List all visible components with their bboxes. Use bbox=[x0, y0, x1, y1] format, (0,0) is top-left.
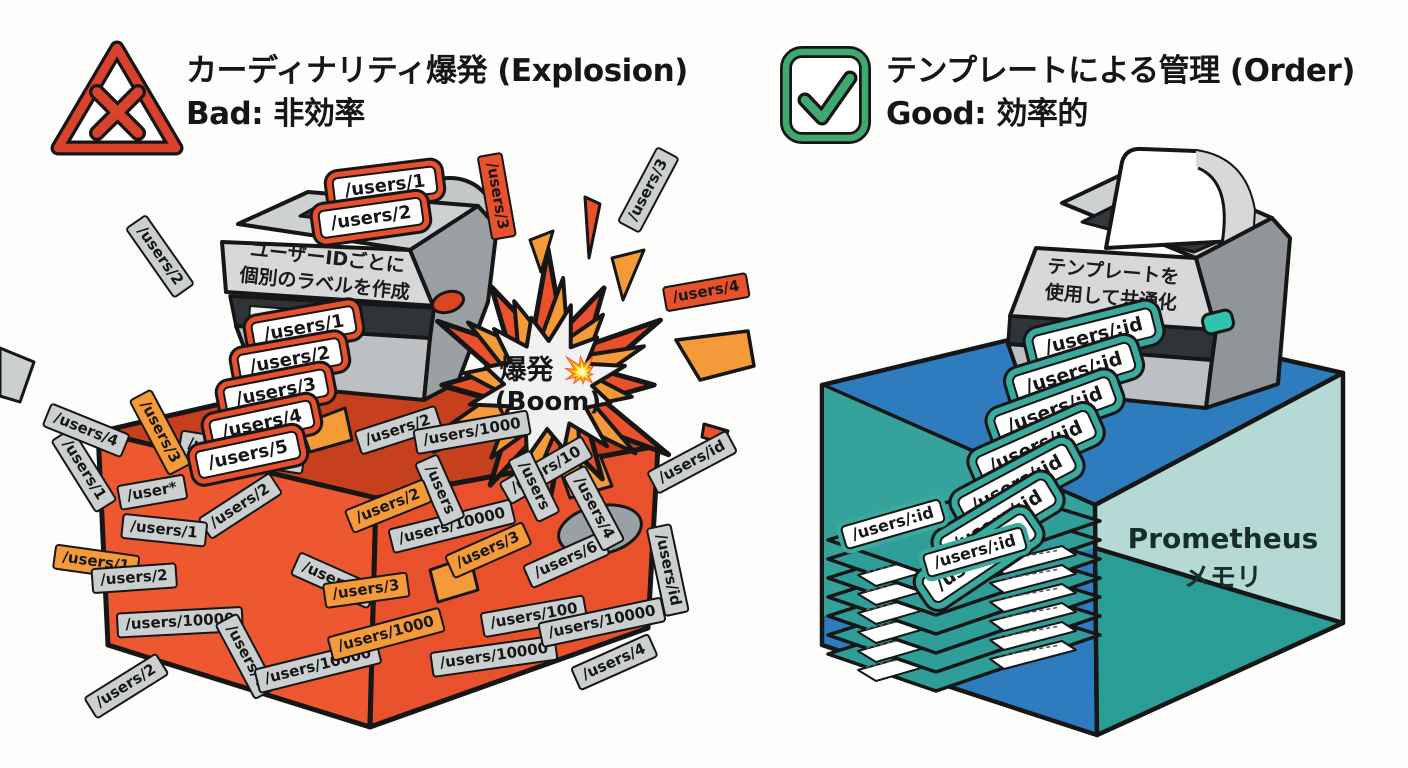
right-panel-subtitle: Good: 効率的 bbox=[886, 96, 1088, 132]
explosion-label-line2: (Boom) bbox=[494, 387, 602, 417]
left-panel-subtitle: Bad: 非効率 bbox=[186, 96, 365, 132]
check-square-icon bbox=[780, 46, 871, 144]
warning-x-triangle-icon bbox=[50, 40, 184, 156]
right-panel-title: テンプレートによる管理 (Order) bbox=[886, 53, 1355, 89]
left-panel-title: カーディナリティ爆発 (Explosion) bbox=[186, 53, 688, 89]
prometheus-label-line2: メモリ bbox=[1183, 563, 1262, 593]
prometheus-label-line1: Prometheus bbox=[1127, 522, 1319, 555]
explosion-shards bbox=[0, 195, 756, 446]
explosion-label-line1: 爆発 💥 bbox=[499, 355, 597, 386]
prometheus-memory-label: Prometheus メモリ bbox=[1118, 522, 1328, 594]
explosion-label: 爆発 💥 (Boom) bbox=[468, 348, 628, 417]
printer-button bbox=[1201, 308, 1235, 336]
printer-indicator bbox=[430, 289, 466, 315]
